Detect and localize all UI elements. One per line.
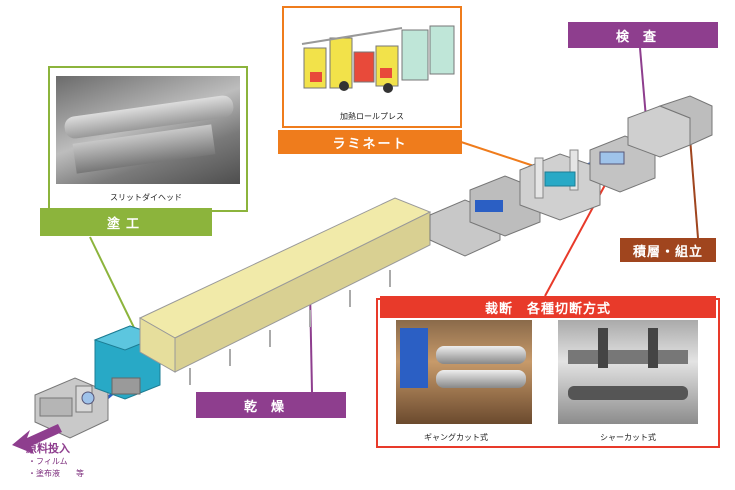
lamination-label: ラミネート: [278, 130, 462, 154]
hot-roll-photo-box: 加熱ロールプレス: [282, 6, 462, 128]
cutting-photo-box: ギャングカット式 シャーカット式: [376, 298, 720, 448]
lamination-leader-line: [454, 139, 541, 169]
dryer-legs: [189, 270, 391, 385]
drying-oven: [138, 197, 432, 373]
drying-leader-line: [309, 289, 313, 393]
press-section: [429, 175, 541, 257]
stacking-label: 積層・組立: [620, 238, 716, 262]
raw-item-liquid: ・塗布液 等: [28, 469, 84, 478]
gang-cut-photo: [396, 320, 532, 424]
cutting-label: 裁断 各種切断方式: [380, 296, 716, 318]
hot-roll-illustration: [301, 25, 455, 93]
inspection-label: 検査: [568, 22, 718, 48]
gang-cut-caption: ギャングカット式: [424, 433, 488, 442]
stacking-leader-line: [689, 137, 699, 239]
slit-die-caption: スリットダイヘッド: [110, 193, 182, 202]
coating-label: 塗工: [40, 208, 212, 236]
drying-label: 乾燥: [196, 392, 346, 418]
slit-die-photo-box: スリットダイヘッド: [48, 66, 248, 212]
shear-cut-caption: シャーカット式: [600, 433, 656, 442]
raw-input-arrow: [12, 424, 62, 454]
slit-die-photo: [56, 76, 240, 184]
raw-input-label: 原料投入: [26, 442, 70, 455]
unwinder-machine: [34, 377, 109, 439]
coating-leader-line: [89, 236, 141, 341]
raw-item-film: ・フィルム: [28, 457, 68, 466]
laminator-machine: [519, 149, 601, 221]
cutter-machine: [589, 135, 656, 193]
hot-roll-caption: 加熱ロールプレス: [340, 112, 404, 121]
inspection-leader-line: [639, 47, 647, 119]
inspection-units: [627, 95, 713, 158]
shear-cut-photo: [558, 320, 698, 424]
